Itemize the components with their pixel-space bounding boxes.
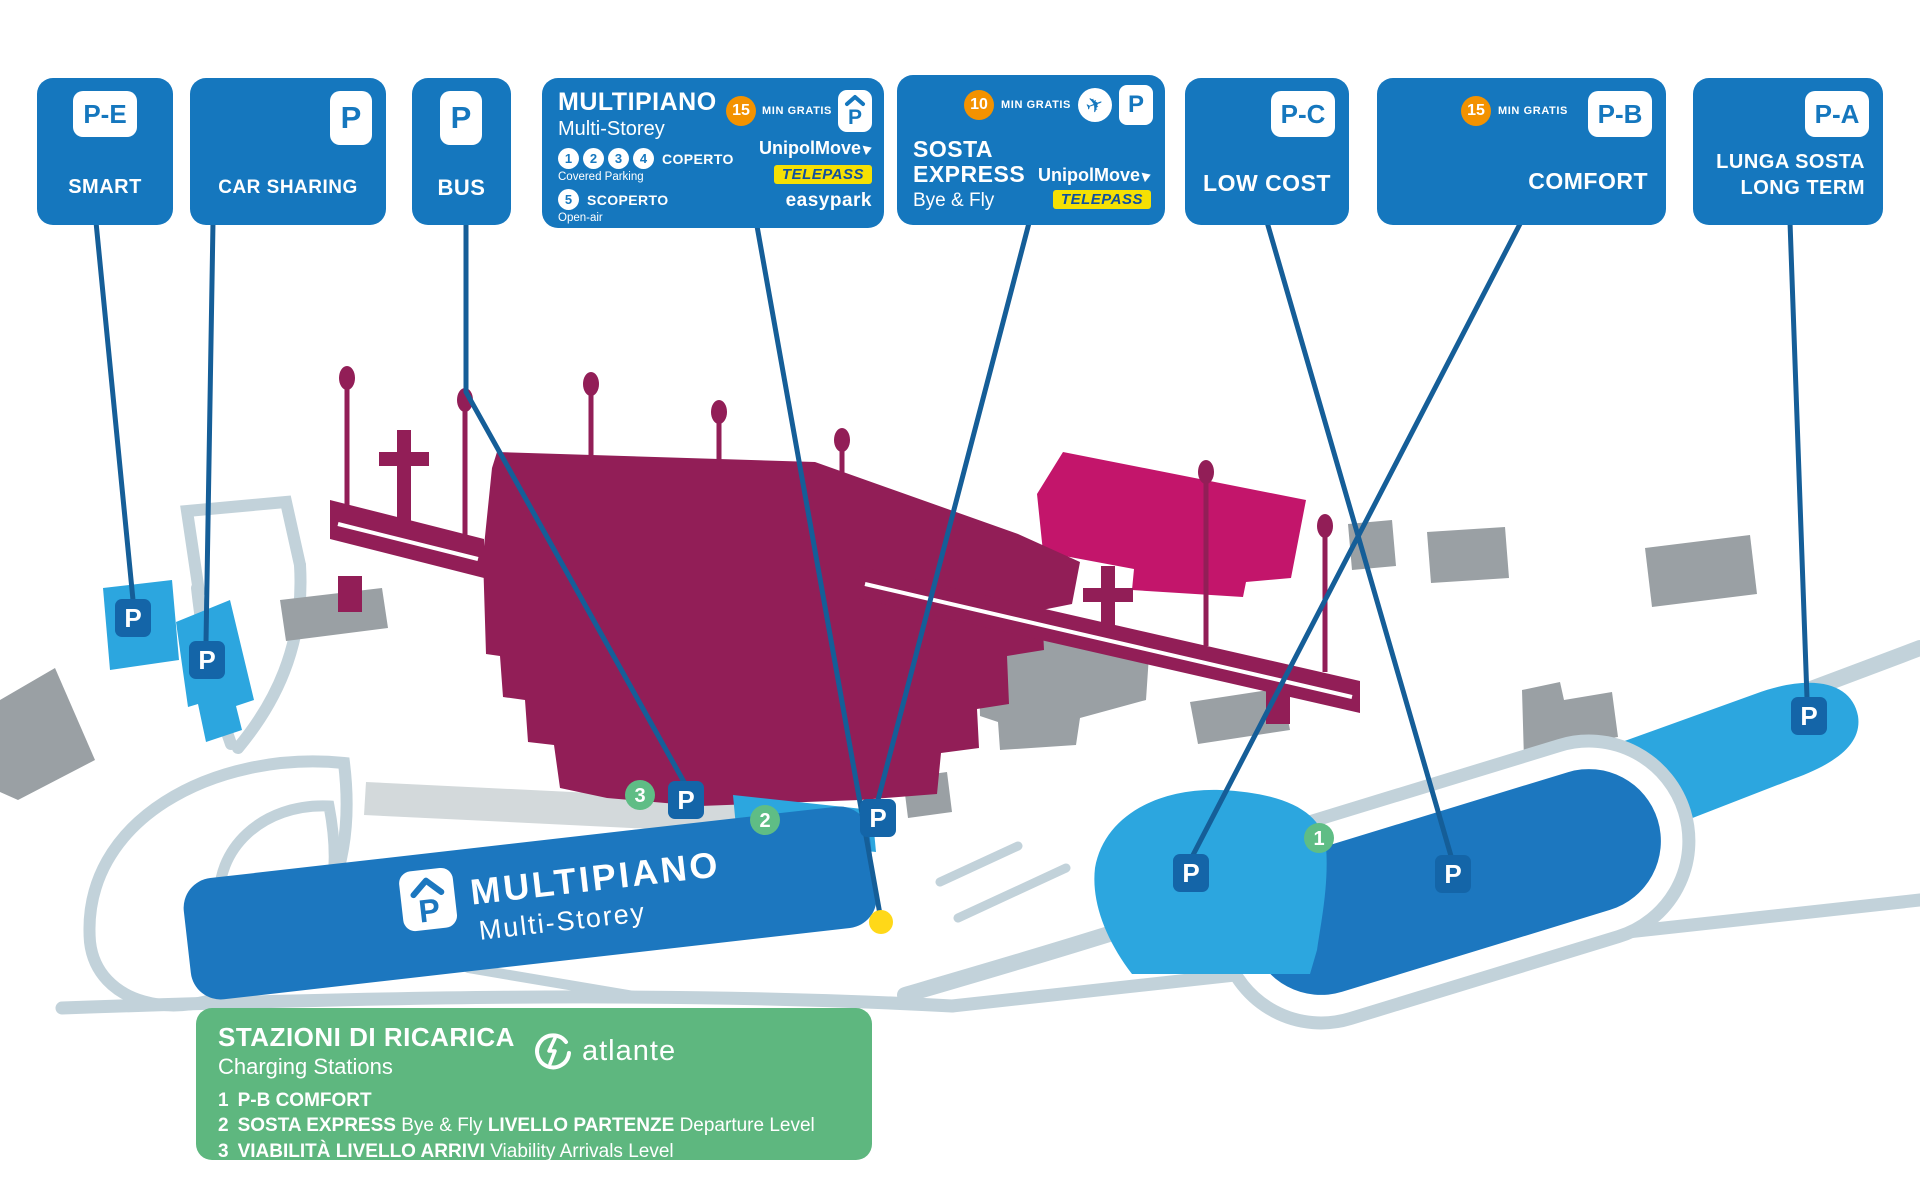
multistorey-parking-icon: P — [399, 867, 458, 932]
free-minutes-badge: 10 — [964, 90, 995, 120]
svg-text:1: 1 — [1313, 828, 1324, 850]
level-5-icon: 5 — [558, 189, 579, 210]
map-marker-p: P — [668, 781, 704, 819]
free-minutes-badge: 15 — [726, 96, 757, 126]
sign-subtitle: Bye & Fly — [913, 189, 995, 211]
sign-title: MULTIPIANO — [558, 88, 717, 116]
unipolmove-logo: UnipolMove — [759, 138, 874, 159]
free-minutes-badge: 15 — [1461, 96, 1491, 126]
sign-subtitle: Multi-Storey — [558, 118, 665, 140]
sign-smart: P-E SMART — [37, 78, 173, 225]
svg-text:P: P — [848, 106, 862, 129]
sign-label: CAR SHARING — [218, 177, 358, 198]
min-gratis-label: MIN GRATIS — [1498, 105, 1568, 117]
parking-code-badge: P-E — [73, 91, 137, 137]
sign-bus: P BUS — [412, 78, 511, 225]
easypark-logo: easypark — [785, 190, 872, 211]
sign-label: BUS — [437, 175, 486, 200]
svg-text:P: P — [1444, 859, 1461, 889]
sign-label: LOW COST — [1203, 170, 1331, 196]
terminal-entrance-dot — [869, 910, 893, 934]
level-4-icon: 4 — [633, 148, 654, 169]
map-marker-p: P — [189, 641, 225, 679]
svg-text:P: P — [1182, 858, 1199, 888]
parking-badge: P — [330, 91, 372, 145]
level-1-icon: 1 — [558, 148, 579, 169]
svg-text:3: 3 — [634, 785, 645, 807]
svg-text:P: P — [1800, 701, 1817, 731]
charging-station-1: 1 — [1304, 823, 1334, 853]
parking-code-badge: P-A — [1805, 91, 1869, 137]
map-marker-p: P — [1435, 855, 1471, 893]
svg-text:2: 2 — [759, 810, 770, 832]
covered-label: Covered Parking — [558, 171, 644, 183]
pink-building — [1037, 452, 1306, 597]
min-gratis-label: MIN GRATIS — [762, 105, 832, 117]
sign-label-line2: LONG TERM — [1740, 177, 1865, 199]
map-marker-p: P — [1791, 697, 1827, 735]
atlante-brand: atlante — [532, 1030, 676, 1072]
parking-code-badge: P-C — [1271, 91, 1335, 137]
arrivals-walkway — [364, 782, 736, 833]
telepass-logo: TELEPASS — [773, 165, 872, 184]
svg-text:P: P — [198, 645, 215, 675]
charging-stations-legend: STAZIONI DI RICARICA Charging Stations a… — [196, 1008, 872, 1162]
level-2-icon: 2 — [583, 148, 604, 169]
sign-sosta-express: 10 MIN GRATIS ✈ P SOSTA EXPRESS Bye & Fl… — [897, 75, 1165, 225]
multistorey-banner: P MULTIPIANO Multi-Storey — [183, 806, 877, 1000]
multistorey-parking-icon: P — [838, 90, 872, 132]
legend-subtitle: Charging Stations — [218, 1054, 393, 1079]
charging-station-3: 3 — [625, 780, 655, 810]
charging-station-2: 2 — [750, 805, 780, 835]
open-air-label: Open-air — [558, 212, 603, 224]
sign-title-line2: EXPRESS — [913, 161, 1026, 188]
atlante-logo-icon — [535, 1033, 571, 1070]
svg-text:P: P — [124, 603, 141, 633]
svg-text:P: P — [417, 891, 442, 929]
sign-long-term: P-A LUNGA SOSTA LONG TERM — [1693, 78, 1883, 225]
sign-comfort: 15 MIN GRATIS P-B COMFORT — [1377, 78, 1666, 225]
map-marker-p: P — [1173, 854, 1209, 892]
unipolmove-logo: UnipolMove — [1038, 165, 1153, 186]
legend-title: STAZIONI DI RICARICA — [218, 1022, 515, 1052]
sign-label-line1: LUNGA SOSTA — [1716, 151, 1865, 173]
sign-multipiano: MULTIPIANO Multi-Storey 1 2 3 4 COPERTO … — [542, 78, 884, 228]
sign-title-line1: SOSTA — [913, 136, 994, 162]
scoperto-label: SCOPERTO — [587, 191, 669, 208]
sign-low-cost: P-C LOW COST — [1185, 78, 1349, 225]
map-marker-p: P — [860, 799, 896, 837]
svg-text:P: P — [677, 785, 694, 815]
min-gratis-label: MIN GRATIS — [1001, 99, 1071, 111]
coperto-label: COPERTO — [662, 150, 734, 167]
plane-icon: ✈ — [1078, 88, 1112, 122]
sign-label: SMART — [68, 176, 142, 198]
level-3-icon: 3 — [608, 148, 629, 169]
parking-badge: P — [440, 91, 482, 145]
map-marker-p: P — [115, 599, 151, 637]
sign-label: COMFORT — [1528, 168, 1648, 194]
comfort-lot — [1094, 789, 1327, 974]
charging-station-markers: 3 2 1 — [625, 780, 1334, 853]
atlante-wordmark: atlante — [582, 1034, 677, 1067]
svg-text:P: P — [869, 803, 886, 833]
parking-code-badge: P-B — [1588, 91, 1652, 137]
lamp-poles — [339, 366, 1333, 672]
sign-car-sharing: P CAR SHARING — [190, 78, 386, 225]
terminal-building — [330, 366, 1360, 806]
telepass-logo: TELEPASS — [1052, 190, 1151, 209]
parking-badge: P — [1119, 85, 1153, 125]
parking-markers: P P P P P P P — [115, 599, 1827, 893]
